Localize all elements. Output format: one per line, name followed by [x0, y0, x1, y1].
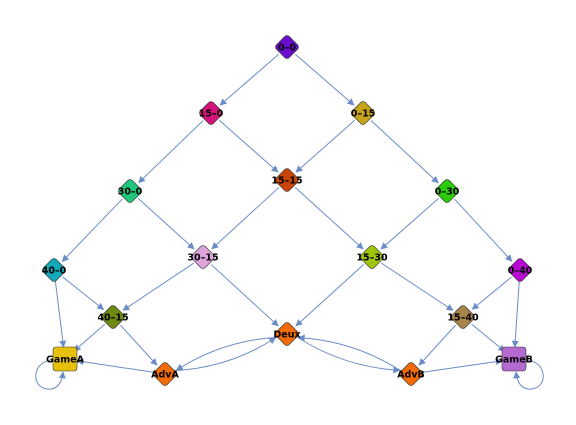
state-node-gameB: GameB [495, 346, 533, 372]
state-node-shape [275, 35, 299, 59]
edge-n150-to-n1515 [218, 119, 279, 173]
edge-n150-to-n300 [138, 120, 204, 184]
edge-n3015-to-n4015 [122, 262, 195, 311]
state-node-label: 30–0 [118, 187, 143, 198]
state-node-shape [351, 101, 375, 125]
edge-deuce-to-advB [297, 336, 401, 374]
state-node-shape [275, 322, 299, 346]
edge-advA-to-deuce [175, 337, 277, 372]
state-node-shape [153, 362, 177, 386]
edge-n040-to-n1540 [471, 276, 512, 310]
edge-n040-to-gameB [511, 280, 520, 348]
state-node-shape [101, 305, 125, 329]
state-node-label: 0–30 [435, 187, 460, 198]
state-node-label: 0–0 [278, 43, 296, 54]
state-node-shape [52, 346, 78, 372]
state-node-advA: AdvA [151, 362, 179, 386]
edge-n00-to-n015 [294, 53, 355, 106]
state-node-n1540: 15–40 [447, 305, 479, 329]
edge-n300-to-n400 [61, 198, 123, 262]
state-node-shape [275, 168, 299, 192]
edge-n3015-to-deuce [210, 264, 279, 327]
state-node-label: 40–0 [42, 266, 67, 277]
edges-layer [35, 53, 544, 390]
state-node-deuce: Deux [273, 322, 301, 346]
state-node-label: 0–15 [351, 109, 376, 120]
state-node-shape [508, 258, 532, 282]
edge-advA-to-gameA [76, 358, 155, 373]
state-node-shape [118, 179, 142, 203]
state-node-n040: 0–40 [508, 258, 533, 282]
state-node-shape [435, 179, 459, 203]
state-node-shape [501, 346, 527, 372]
nodes-layer: 0–0 15–0 0–15 30–0 15–15 0–30 40–0 30–15 15–30 0–… [42, 35, 533, 386]
edge-n015-to-n1515 [295, 119, 356, 173]
edge-deuce-to-advA [175, 336, 277, 371]
state-node-label: AdvA [151, 370, 179, 381]
state-node-label: Deux [273, 330, 300, 341]
state-node-n400: 40–0 [42, 258, 67, 282]
state-node-shape [42, 258, 66, 282]
state-node-n00: 0–0 [275, 35, 299, 59]
edge-n030-to-n1530 [380, 197, 440, 250]
state-node-n3015: 30–15 [187, 245, 219, 269]
edge-n015-to-n030 [370, 120, 439, 184]
edge-n300-to-n3015 [137, 198, 195, 250]
state-node-label: 15–0 [199, 109, 224, 120]
state-node-advB: AdvB [397, 362, 425, 386]
state-node-shape [191, 245, 215, 269]
edge-n4015-to-gameA [73, 323, 106, 352]
edge-n00-to-n150 [219, 53, 280, 106]
state-node-label: 40–15 [97, 313, 128, 324]
edge-n4015-to-advA [120, 324, 158, 366]
state-node-n030: 0–30 [435, 179, 460, 203]
edge-n1530-to-deuce [295, 264, 365, 327]
edge-n400-to-n4015 [62, 276, 105, 310]
state-node-n1515: 15–15 [271, 168, 303, 192]
state-node-label: 15–30 [356, 253, 388, 264]
state-node-n4015: 40–15 [97, 305, 129, 329]
state-node-label: GameA [46, 355, 85, 366]
state-node-label: 30–15 [187, 253, 218, 264]
state-node-label: GameB [495, 355, 533, 366]
state-node-n1530: 15–30 [356, 245, 388, 269]
edge-n1515-to-n3015 [211, 187, 280, 250]
state-node-label: 15–40 [447, 313, 479, 324]
edge-n1530-to-n1540 [380, 262, 454, 311]
state-node-gameA: GameA [46, 346, 85, 372]
edge-gameB-to-gameB [513, 360, 544, 390]
edge-n1540-to-advB [418, 324, 456, 366]
state-node-n300: 30–0 [118, 179, 143, 203]
state-node-n015: 0–15 [351, 101, 376, 125]
edge-n400-to-gameA [54, 280, 67, 348]
state-node-shape [360, 245, 384, 269]
edge-advB-to-gameB [421, 358, 503, 373]
edge-n1540-to-gameB [471, 323, 506, 352]
state-node-label: AdvB [397, 370, 425, 381]
edge-n030-to-n040 [454, 198, 513, 262]
state-node-label: 0–40 [508, 266, 533, 277]
edge-advB-to-deuce [297, 334, 401, 372]
state-node-shape [451, 305, 475, 329]
edge-n1515-to-n1530 [294, 187, 364, 250]
state-node-n150: 15–0 [199, 101, 224, 125]
state-node-shape [399, 362, 423, 386]
edge-gameA-to-gameA [35, 360, 66, 390]
state-node-label: 15–15 [271, 176, 302, 187]
state-node-shape [199, 101, 223, 125]
